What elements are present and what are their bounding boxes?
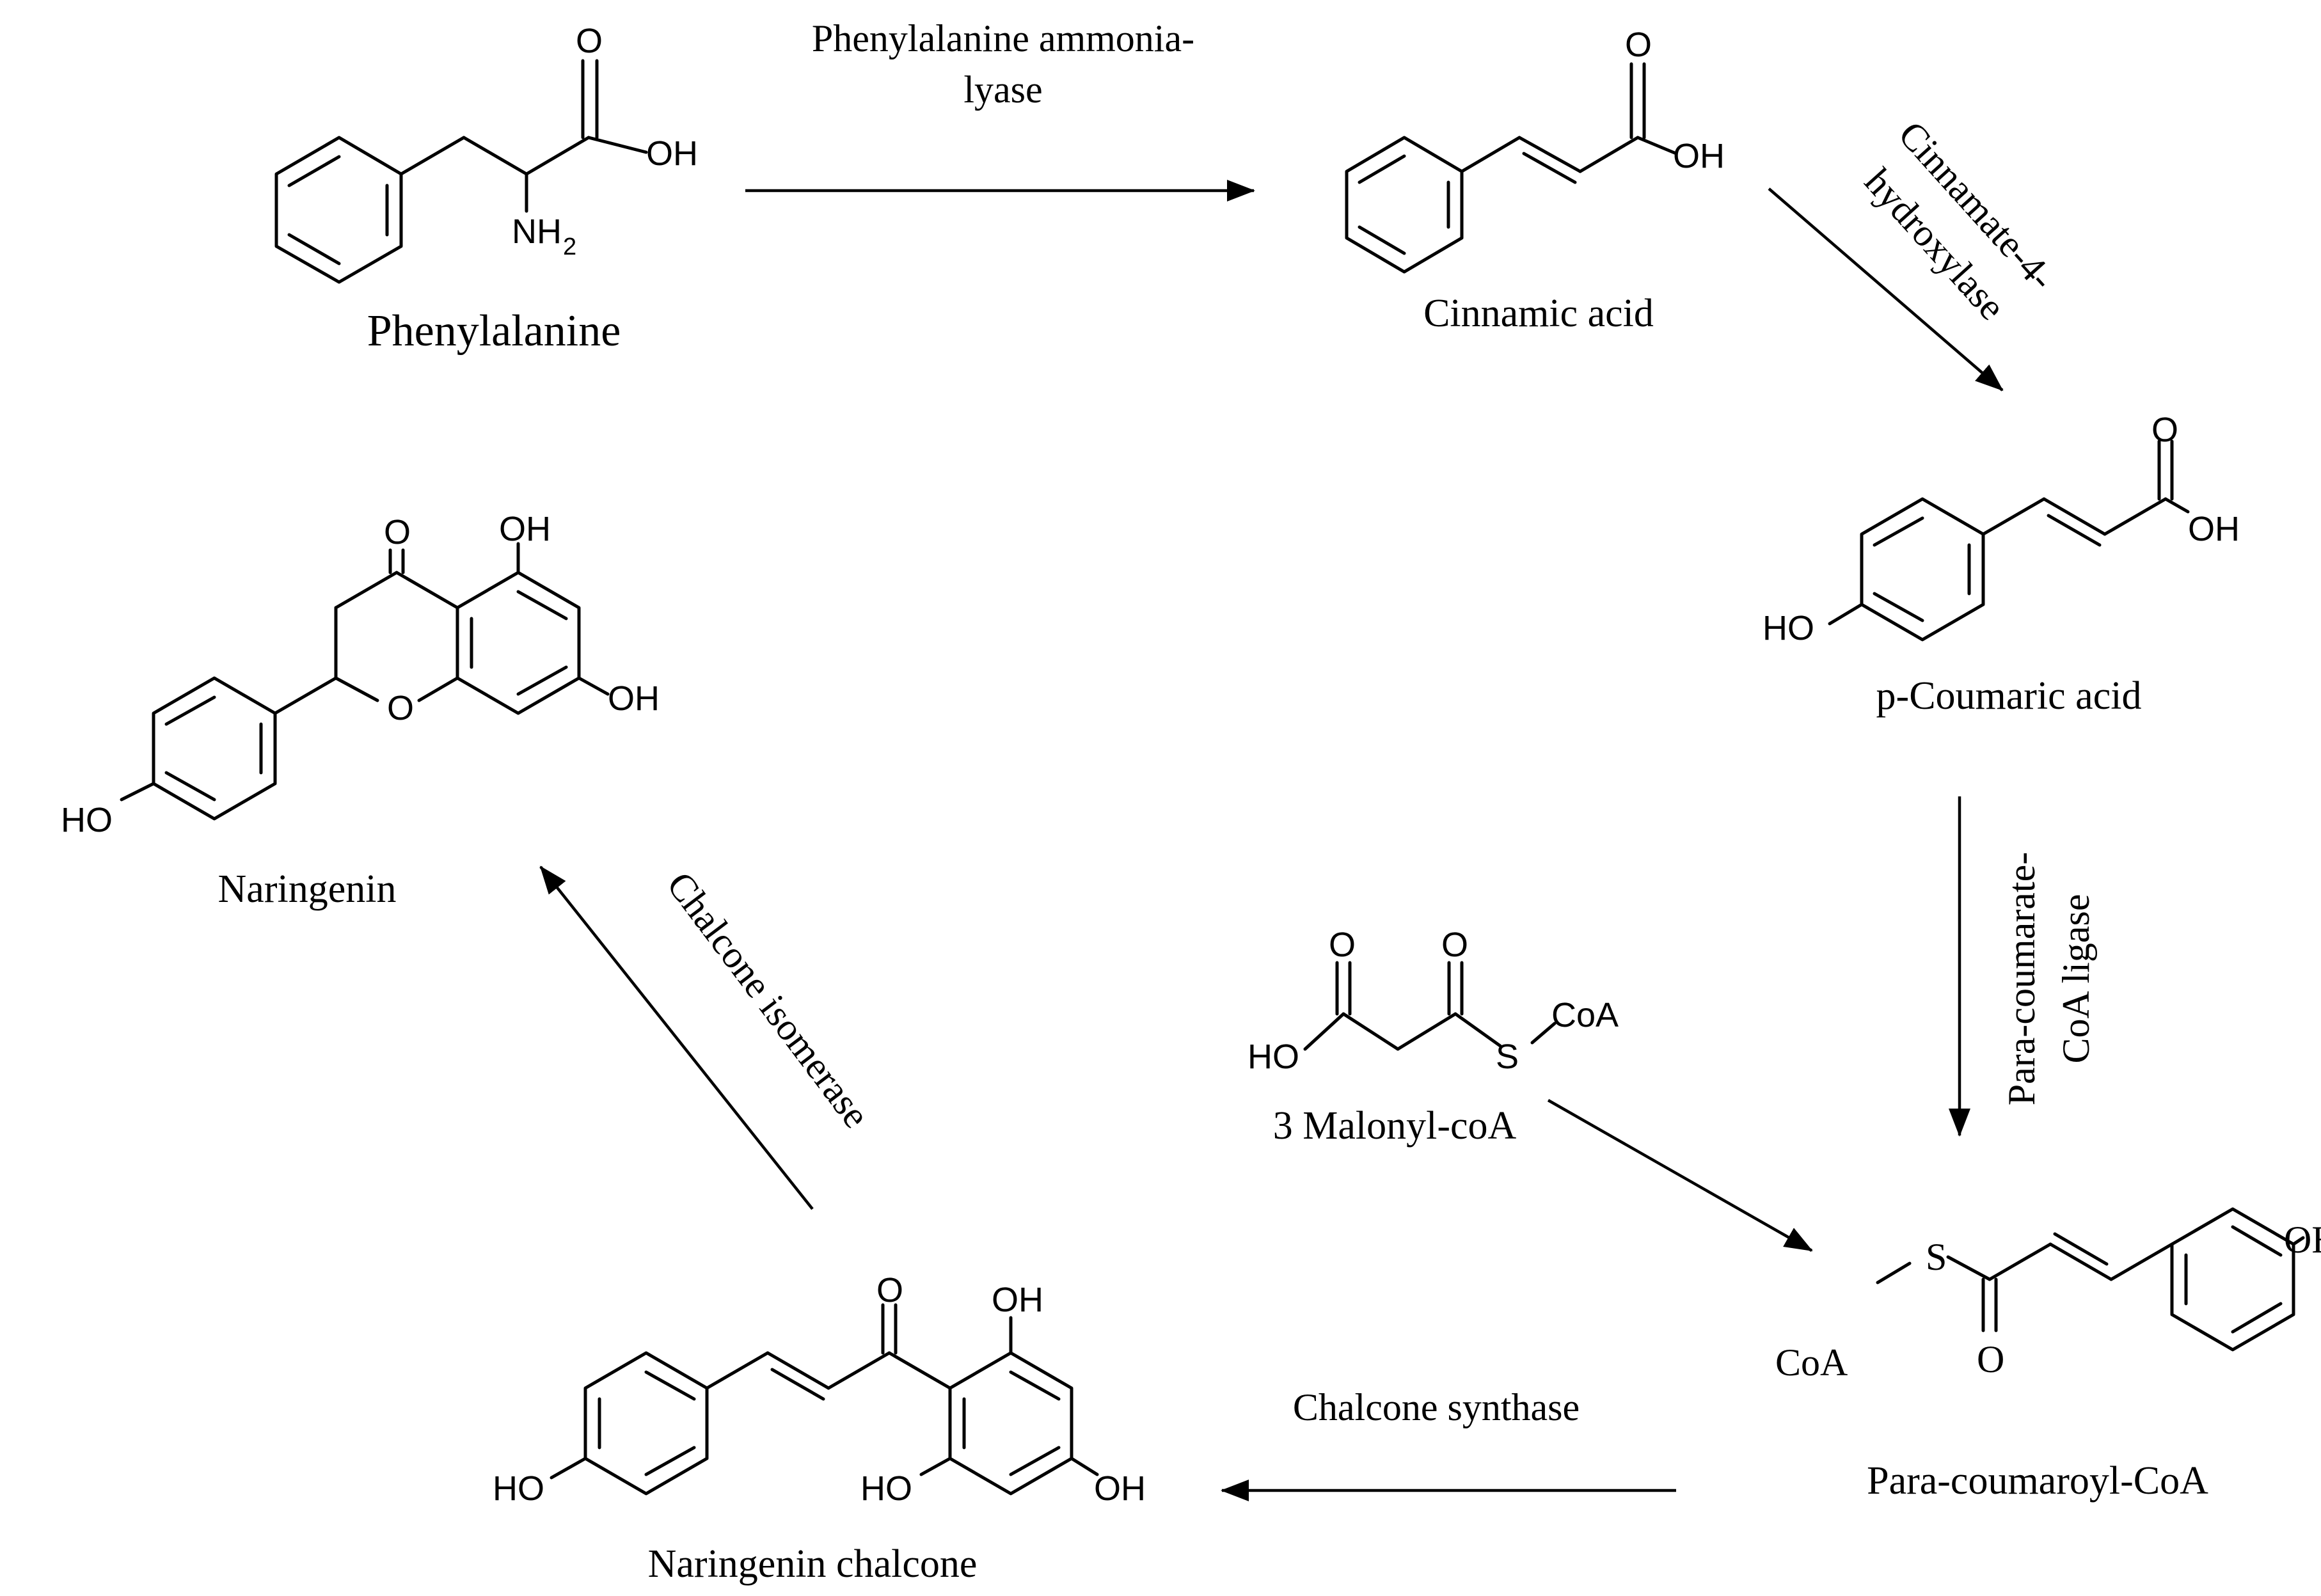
arrow-malonyl bbox=[1547, 1099, 1813, 1252]
label-p-coumaric-acid: p-Coumaric acid bbox=[1876, 674, 2142, 718]
enzyme-pal-line1: Phenylalanine ammonia- bbox=[812, 17, 1194, 59]
label-para-coumaroyl-coa: Para-coumaroyl-CoA bbox=[1867, 1459, 2208, 1503]
label-naringenin: Naringenin bbox=[218, 867, 397, 911]
atom-o: O bbox=[1329, 926, 1356, 964]
atom-s: S bbox=[1926, 1236, 1947, 1278]
atom-o: O bbox=[2151, 411, 2178, 449]
atom-coa: CoA bbox=[1551, 996, 1619, 1034]
atom-oh: OH bbox=[646, 134, 698, 173]
label-phenylalanine: Phenylalanine bbox=[367, 306, 621, 356]
atom-oh: OH bbox=[2284, 1219, 2321, 1261]
atom-o: O bbox=[1977, 1338, 2004, 1380]
atom-ho: HO bbox=[1763, 609, 1814, 647]
atom-ho: HO bbox=[860, 1469, 912, 1508]
enzyme-chi: Chalcone isomerase bbox=[659, 864, 878, 1135]
p-coumaric-acid-structure: O OH HO bbox=[1763, 411, 2240, 647]
atom-o: O bbox=[1441, 926, 1468, 964]
atom-ho: HO bbox=[493, 1469, 544, 1508]
enzyme-4cl-line1: Para-coumarate- bbox=[2000, 852, 2043, 1105]
enzyme-pal-line2: lyase bbox=[963, 68, 1042, 111]
atom-o: O bbox=[1625, 26, 1652, 64]
enzyme-4cl-line2: CoA ligase bbox=[2055, 894, 2097, 1064]
atom-coa: CoA bbox=[1775, 1341, 1848, 1384]
atom-nh: NH bbox=[512, 212, 562, 251]
naringenin-chalcone-structure: HO O OH HO OH bbox=[493, 1271, 1146, 1508]
phenylalanine-structure: O OH NH 2 bbox=[274, 22, 698, 284]
para-coumaroyl-coa-structure: OH S CoA O bbox=[1775, 1207, 2321, 1384]
atom-nh-subscript: 2 bbox=[563, 233, 576, 260]
naringenin-structure: O OH OH O HO bbox=[61, 510, 660, 839]
atom-s: S bbox=[1496, 1038, 1519, 1076]
atom-ho: HO bbox=[1248, 1038, 1299, 1076]
label-naringenin-chalcone: Naringenin chalcone bbox=[648, 1542, 978, 1586]
atom-oh: OH bbox=[992, 1281, 1043, 1319]
atom-oh: OH bbox=[499, 510, 551, 548]
atom-oh: OH bbox=[1094, 1469, 1146, 1508]
atom-o: O bbox=[384, 513, 411, 551]
atom-oh: OH bbox=[2188, 510, 2240, 548]
label-cinnamic-acid: Cinnamic acid bbox=[1423, 292, 1654, 335]
malonyl-coa-structure: HO O O S CoA bbox=[1248, 926, 1619, 1076]
atom-o: O bbox=[576, 22, 603, 60]
arrow-chi bbox=[539, 865, 814, 1210]
atom-o: O bbox=[876, 1271, 903, 1309]
arrow-c4h bbox=[1768, 187, 2004, 391]
label-malonyl-coa: 3 Malonyl-coA bbox=[1273, 1104, 1517, 1148]
cinnamic-acid-structure: O OH bbox=[1345, 26, 1725, 274]
atom-oh: OH bbox=[608, 679, 660, 718]
enzyme-chs: Chalcone synthase bbox=[1293, 1386, 1580, 1428]
atom-ho: HO bbox=[61, 801, 113, 839]
atom-o: O bbox=[387, 689, 414, 727]
atom-oh: OH bbox=[1673, 137, 1725, 175]
